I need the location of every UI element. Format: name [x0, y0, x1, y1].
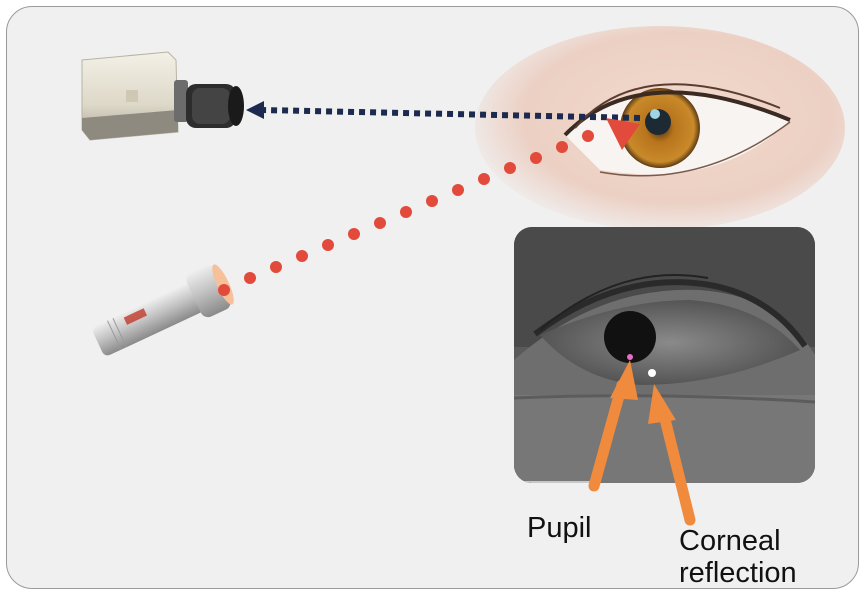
corneal-reflection-label: Corneal reflection: [679, 525, 797, 589]
flashlight-icon: [88, 260, 239, 364]
infrared-eye-image: [514, 227, 815, 483]
eye-photo: [475, 26, 845, 230]
camera-icon: [82, 52, 244, 140]
pupil-label: Pupil: [527, 512, 592, 544]
